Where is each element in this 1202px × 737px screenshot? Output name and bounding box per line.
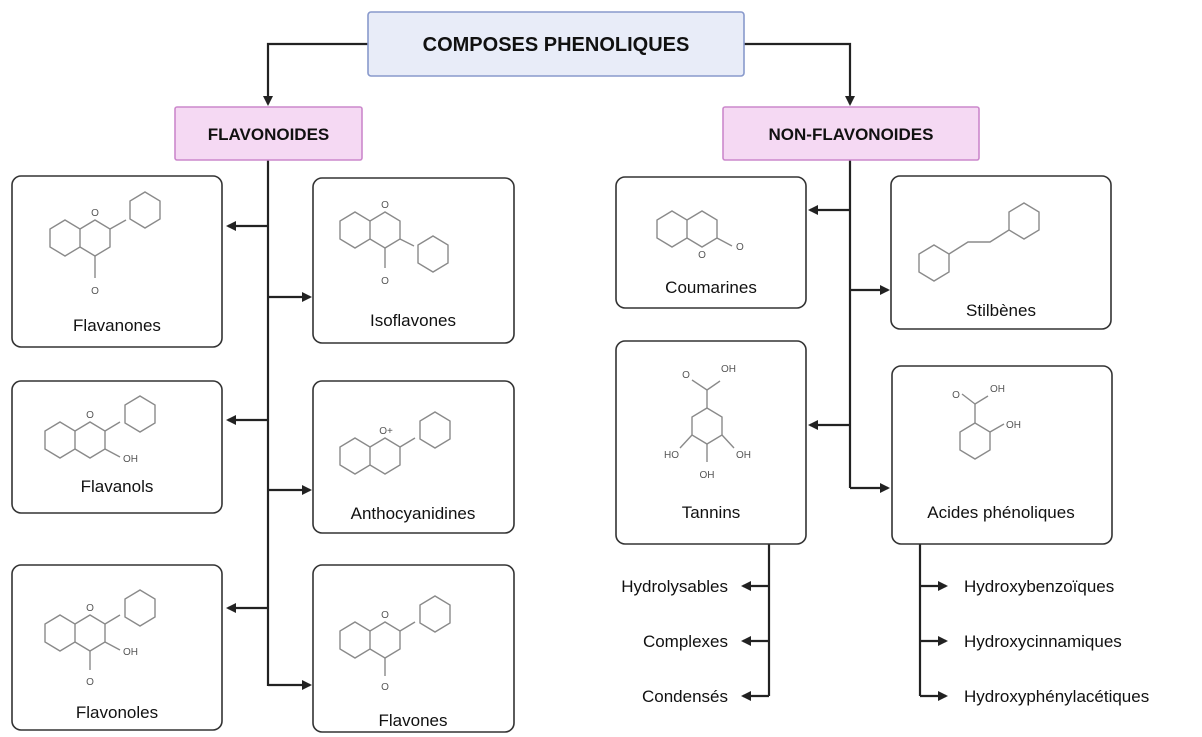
oxygen-atom-label: O (86, 410, 94, 421)
oxygen-atom-label: O (381, 200, 389, 211)
box-tannins: O OH HO OH OH Tannins (615, 340, 807, 545)
oxygen-atom-label: O (86, 677, 94, 688)
phenolic-acid-type-label: Hydroxycinnamiques (964, 632, 1122, 651)
flavones-label: Flavones (379, 711, 448, 730)
isoflavones-label: Isoflavones (370, 311, 456, 330)
stilbenes-label: Stilbènes (966, 301, 1036, 320)
box-flavanols: O OH Flavanols (11, 380, 223, 514)
anthocyanidines-label: Anthocyanidines (351, 504, 476, 523)
non-flavonoids-label: NON-FLAVONOIDES (769, 125, 934, 144)
flavanols-label: Flavanols (81, 477, 154, 496)
hydroxyl-label: OH (736, 450, 751, 461)
phenolic-acid-type-label: Hydroxyphénylacétiques (964, 687, 1149, 706)
oxygen-atom-label: O (698, 250, 706, 261)
oxygen-atom-label: O (86, 603, 94, 614)
non-flavonoids-node: NON-FLAVONOIDES (722, 106, 980, 161)
box-flavones: O O Flavones (312, 564, 515, 733)
phenolic-acid-types: Hydroxybenzoïques Hydroxycinnamiques Hyd… (964, 577, 1149, 706)
tannin-type-label: Hydrolysables (621, 577, 728, 596)
hydroxyl-label: OH (990, 384, 1005, 395)
title-label: COMPOSES PHENOLIQUES (423, 34, 690, 56)
box-acides-phenoliques: O OH OH Acides phénoliques (891, 365, 1113, 545)
flavonoles-label: Flavonoles (76, 703, 158, 722)
oxygen-atom-label: O (736, 242, 744, 253)
acides-phenoliques-label: Acides phénoliques (927, 503, 1074, 522)
hydroxyl-label: OH (700, 470, 715, 481)
box-flavanones: O O Flavanones (11, 175, 223, 348)
oxygen-atom-label: O (381, 610, 389, 621)
oxygen-atom-label: O (682, 370, 690, 381)
oxygen-atom-label: O (952, 390, 960, 401)
flavonoids-node: FLAVONOIDES (174, 106, 363, 161)
box-isoflavones: O O Isoflavones (312, 177, 515, 344)
hydroxyl-label: HO (664, 450, 679, 461)
box-stilbenes: Stilbènes (890, 175, 1112, 330)
flavonoids-label: FLAVONOIDES (208, 125, 330, 144)
box-flavonoles: O OH O Flavonoles (11, 564, 223, 731)
connectors (226, 42, 948, 701)
hydroxyl-label: OH (721, 364, 736, 375)
flavanones-label: Flavanones (73, 316, 161, 335)
tannins-label: Tannins (682, 503, 741, 522)
box-coumarines: O O Coumarines (615, 176, 807, 309)
oxygen-atom-label: O (91, 286, 99, 297)
oxygen-atom-label: O (381, 276, 389, 287)
box-anthocyanidines: O+ Anthocyanidines (312, 380, 515, 534)
hydroxyl-label: OH (1006, 420, 1021, 431)
oxygen-atom-label: O (381, 682, 389, 693)
oxygen-atom-label: O (91, 208, 99, 219)
tannin-type-label: Condensés (642, 687, 728, 706)
coumarines-label: Coumarines (665, 278, 757, 297)
phenolic-acid-type-label: Hydroxybenzoïques (964, 577, 1114, 596)
oxygen-cation-label: O+ (379, 426, 393, 437)
tannin-type-label: Complexes (643, 632, 728, 651)
title-node: COMPOSES PHENOLIQUES (367, 11, 745, 77)
tannin-types: Hydrolysables Complexes Condensés (621, 577, 728, 706)
hydroxyl-label: OH (123, 454, 138, 465)
hydroxyl-label: OH (123, 647, 138, 658)
